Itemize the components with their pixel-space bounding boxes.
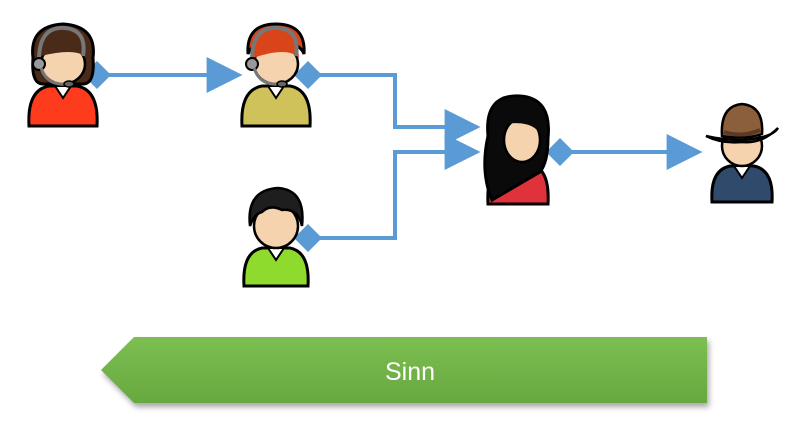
hat-person-icon [705, 102, 780, 204]
headset-agent-icon [27, 22, 99, 128]
person-icon [242, 186, 310, 288]
headset-agent-icon [240, 22, 312, 128]
woman-icon [483, 94, 550, 206]
connector-green-to-woman [294, 134, 481, 252]
direction-banner: Sinn [101, 337, 707, 403]
connectors [83, 57, 703, 252]
banner-arrow-shape [101, 337, 707, 403]
banner-label: Sinn [385, 358, 435, 386]
connector-agent2-to-woman [294, 61, 481, 145]
